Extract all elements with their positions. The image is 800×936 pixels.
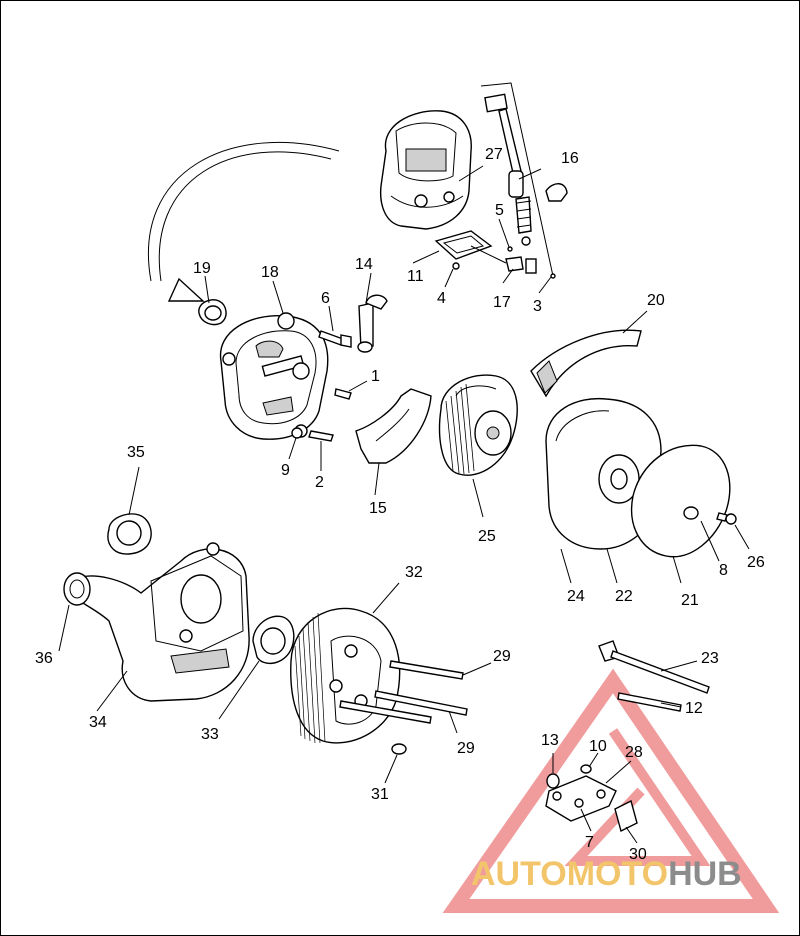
callout-22: 22 [615, 588, 633, 605]
callout-labels: 16 27 5 11 4 17 3 19 18 6 14 1 9 2 15 25… [35, 146, 765, 863]
part-15-bracket [355, 388, 432, 464]
leader-lines [58, 165, 750, 844]
callout-33: 32 [405, 564, 423, 581]
callout-17: 17 [493, 294, 511, 311]
part-26-screw [716, 512, 737, 525]
part-31-nut [391, 743, 407, 755]
callout-2: 2 [315, 474, 324, 491]
callout-18: 18 [261, 264, 279, 281]
callout-27: 27 [485, 146, 503, 163]
watermark-text-part2: HUB [668, 855, 742, 893]
callout-7: 7 [585, 834, 594, 851]
callout-9: 9 [281, 462, 290, 479]
part-19-gasket [198, 299, 227, 326]
callout-20: 20 [647, 292, 665, 309]
part-10-grommet [580, 764, 592, 774]
callout-36: 36 [35, 650, 53, 667]
callout-35: 34 [89, 714, 107, 731]
part-25-filter-element [438, 374, 518, 476]
callout-6: 6 [321, 290, 330, 307]
callout-15: 15 [369, 500, 387, 517]
callout-5: 5 [495, 202, 504, 219]
callout-10: 10 [589, 738, 607, 755]
callout-26: 26 [747, 554, 765, 571]
callout-19: 19 [193, 260, 211, 277]
part-32-gasket [107, 513, 152, 555]
callout-12: 12 [685, 700, 703, 717]
part-34-gasket [252, 615, 295, 664]
part-35-housing [70, 542, 250, 702]
watermark-logo [442, 668, 780, 913]
svg-text:AUTOMOTOHUB: AUTOMOTOHUB [471, 855, 742, 893]
callout-34: 33 [201, 726, 219, 743]
part-33-filter [290, 607, 401, 744]
part-2-screw [291, 427, 334, 442]
watermark-triangle-inner [564, 728, 711, 866]
part-6-screw [318, 330, 352, 348]
callout-1: 1 [371, 368, 380, 385]
part-30-clip [614, 799, 638, 833]
part-36-intake-horn [63, 572, 91, 606]
callout-30: 30 [629, 846, 647, 863]
assembly-direction-arrow [148, 142, 340, 302]
callout-4: 4 [437, 290, 446, 307]
part-11-bracket [434, 230, 493, 270]
callout-29-bottom: 29 [457, 740, 475, 757]
part-23-rod [598, 640, 710, 694]
part-28-bracket [545, 775, 617, 822]
callout-29-top: 29 [493, 648, 511, 665]
part-1-screw [334, 388, 352, 400]
callout-24: 24 [567, 588, 585, 605]
callout-21: 21 [681, 592, 699, 609]
watermark-text-part1: AUTOMOTO [471, 855, 668, 893]
part-21-face-plate [631, 444, 731, 558]
part-20-trim [530, 329, 642, 398]
watermark-triangle-outer [442, 668, 780, 913]
callout-25: 25 [478, 528, 496, 545]
part-14-breather-tube [357, 294, 388, 353]
callout-32: 35 [127, 444, 145, 461]
callout-28: 28 [625, 744, 643, 761]
part-12-rod [617, 692, 682, 712]
part-27-backplate [379, 110, 472, 230]
callout-14: 14 [355, 256, 373, 273]
part-18-backplate [219, 312, 329, 440]
callout-13: 13 [541, 732, 559, 749]
callout-8: 8 [719, 562, 728, 579]
part-13-bushing [546, 773, 560, 789]
part-29-screws [339, 660, 468, 724]
callout-16: 16 [561, 150, 579, 167]
callout-11: 11 [407, 268, 424, 285]
part-17-fitting [470, 245, 524, 272]
callout-3: 3 [533, 298, 542, 315]
watermark-text: AUTOMOTOHUB [471, 855, 742, 893]
part-16-breather-hose [480, 82, 568, 279]
callout-23: 23 [701, 650, 719, 667]
callout-31: 31 [371, 786, 389, 803]
